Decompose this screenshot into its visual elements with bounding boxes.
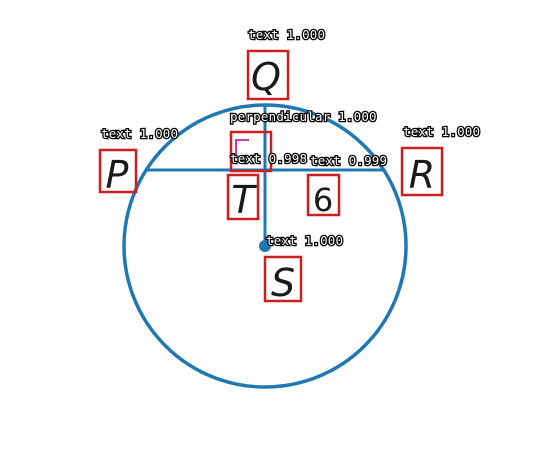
detection-box-t bbox=[226, 173, 260, 221]
detection-label-six: text 0.999 bbox=[310, 153, 387, 168]
detection-box-perpendicular bbox=[229, 130, 273, 173]
detection-box-s bbox=[263, 255, 303, 303]
detection-label-r: text 1.000 bbox=[403, 124, 480, 139]
detection-label-s: text 1.000 bbox=[266, 233, 343, 248]
detection-box-six bbox=[306, 173, 341, 217]
detection-label-t: text 0.998 bbox=[230, 151, 307, 166]
right-angle-marker bbox=[235, 139, 249, 155]
point-r-label: R bbox=[409, 153, 435, 197]
detection-box-r bbox=[400, 146, 444, 197]
center-point bbox=[259, 240, 271, 252]
point-t-label: T bbox=[231, 178, 257, 222]
circle bbox=[122, 103, 408, 389]
detection-box-p bbox=[98, 148, 138, 194]
detection-box-q bbox=[246, 49, 290, 101]
point-s-label: S bbox=[271, 261, 295, 305]
point-q-label: Q bbox=[251, 55, 281, 99]
segment-length-label: 6 bbox=[313, 181, 333, 219]
detection-label-q: text 1.000 bbox=[248, 27, 325, 42]
detection-label-p: text 1.000 bbox=[101, 126, 178, 141]
detection-label-perpendicular: perpendicular 1.000 bbox=[230, 109, 377, 124]
point-p-label: P bbox=[106, 153, 129, 197]
